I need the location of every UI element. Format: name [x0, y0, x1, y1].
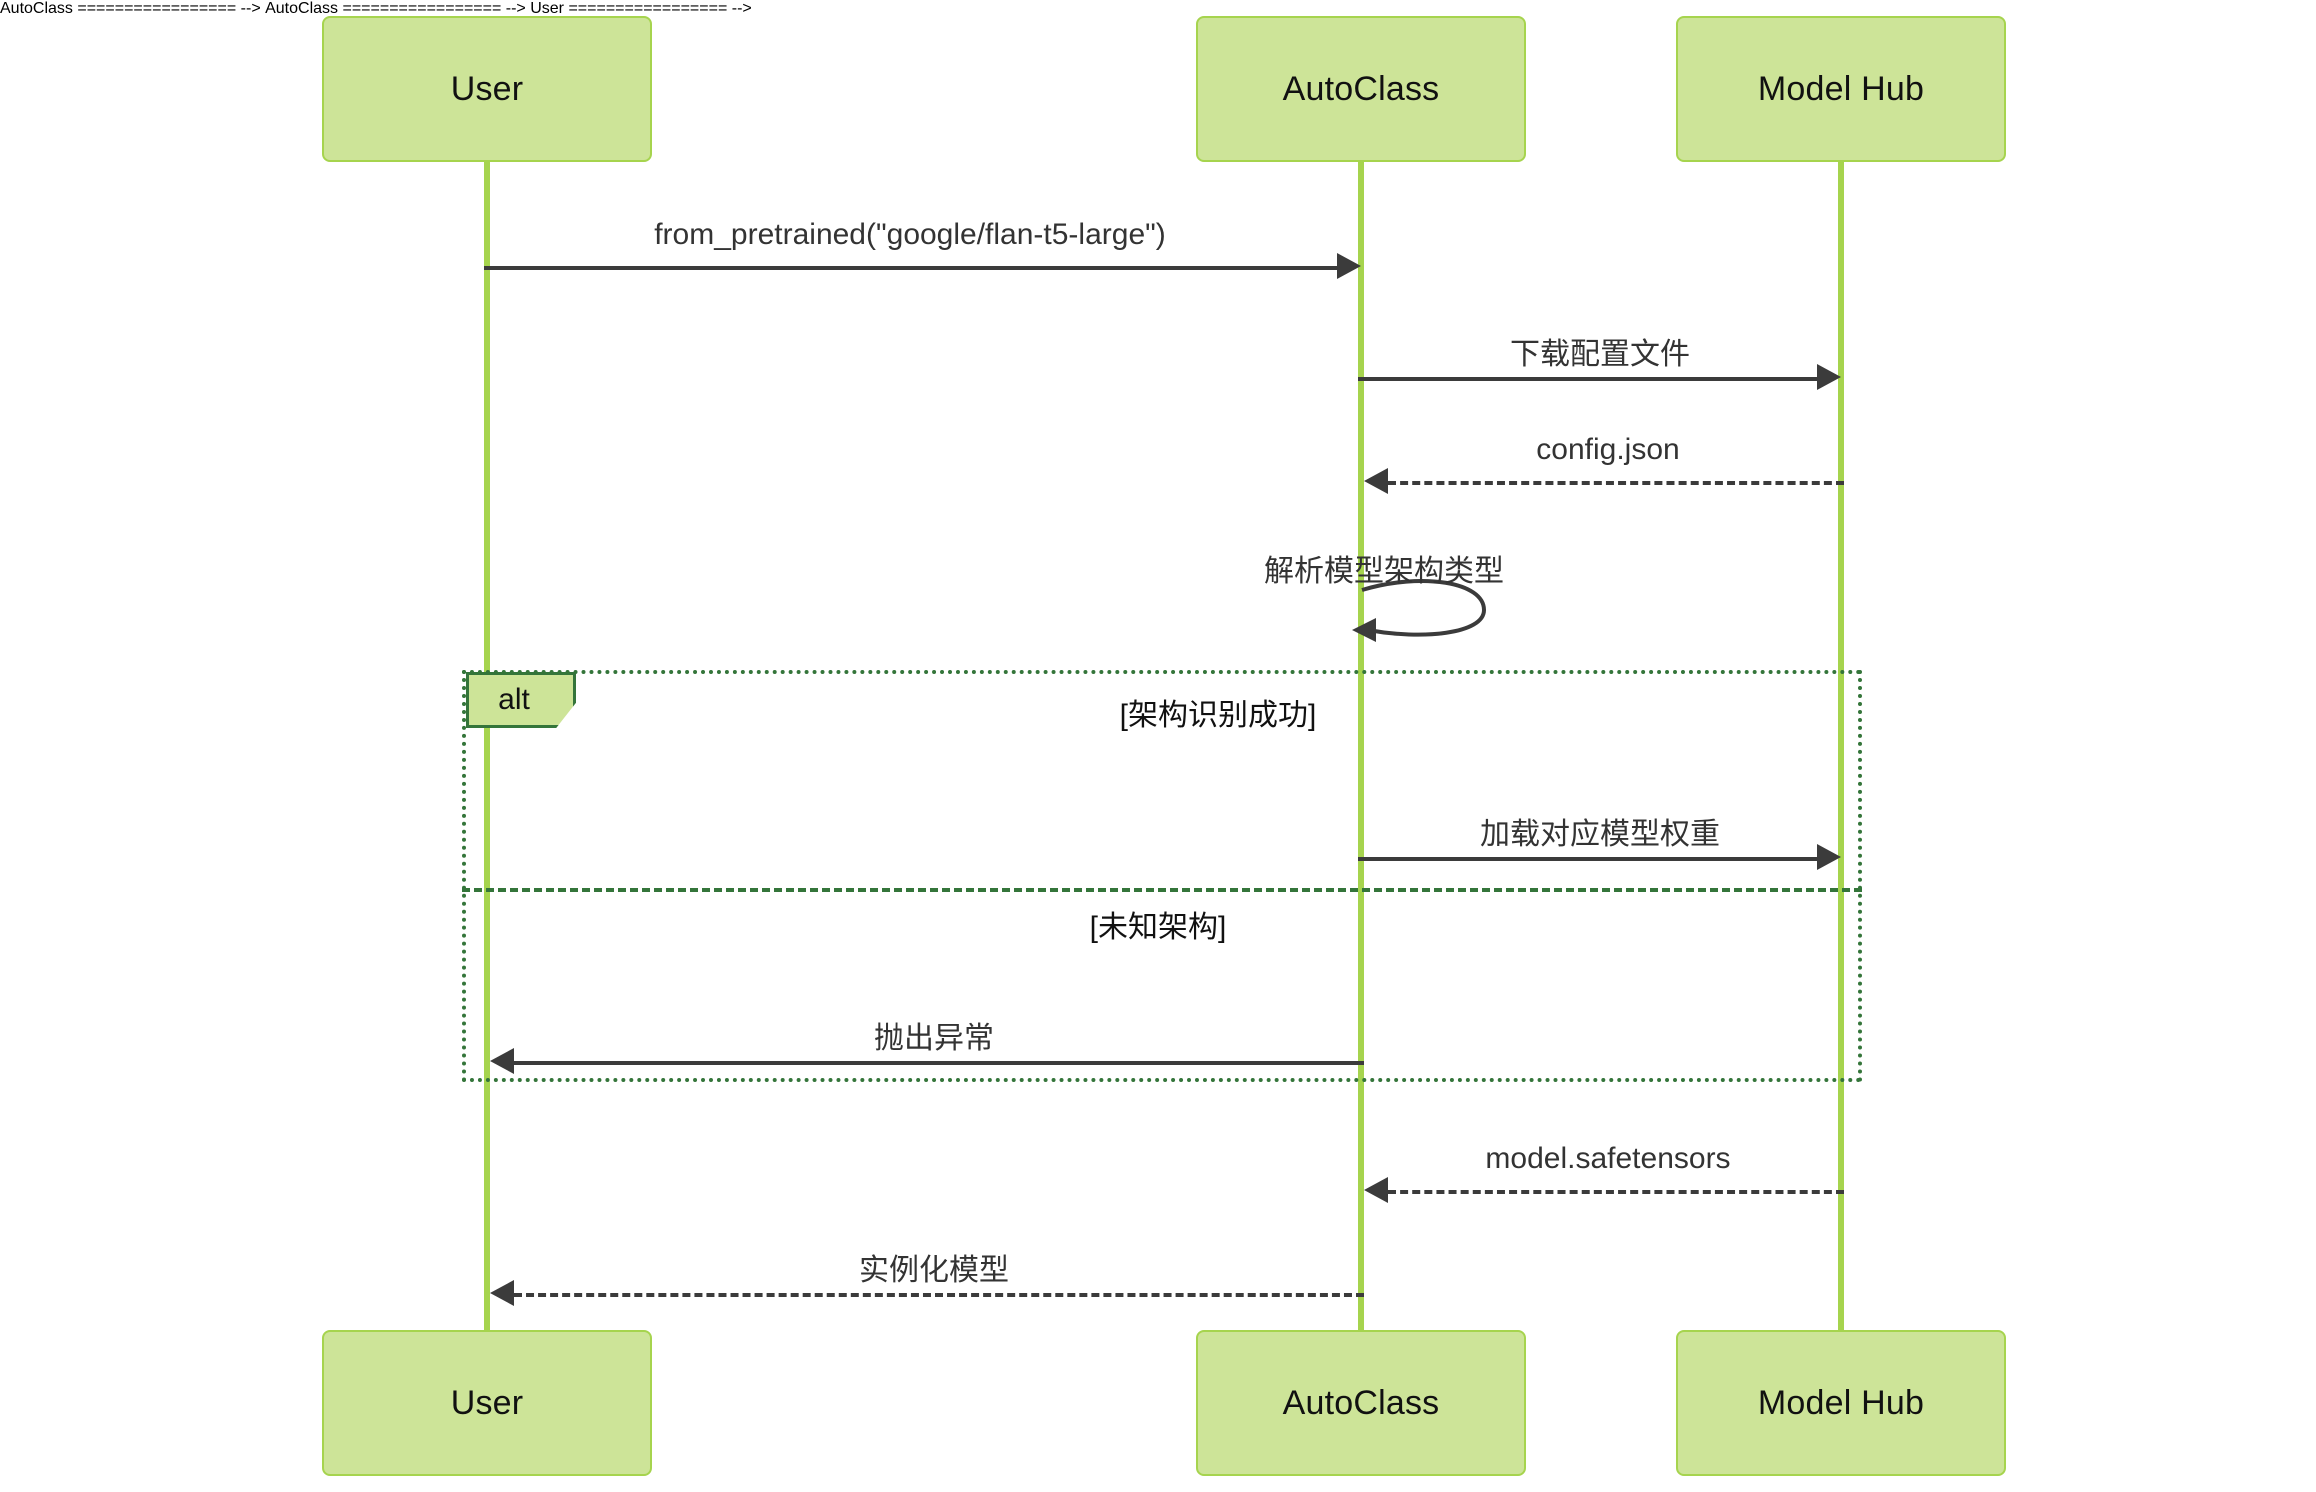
message-label: config.json	[1536, 433, 1680, 466]
message-line	[484, 266, 1337, 270]
message-line	[1388, 1190, 1844, 1194]
alt-condition-1: [架构识别成功]	[1119, 699, 1317, 732]
actor-box-user-top[interactable]: User	[322, 16, 652, 162]
message-label: from_pretrained("google/flan-t5-large")	[654, 218, 1166, 251]
lifeline-autoclass	[1358, 162, 1364, 1330]
actor-box-modelhub-bottom[interactable]: Model Hub	[1676, 1330, 2006, 1476]
actor-box-autoclass-top[interactable]: AutoClass	[1196, 16, 1526, 162]
arrowhead-right-icon	[1337, 253, 1361, 279]
message-label: 加载对应模型权重	[1480, 818, 1720, 851]
arrowhead-left-icon	[490, 1048, 514, 1074]
message-label: 下载配置文件	[1510, 338, 1690, 371]
alt-condition-2: [未知架构]	[1089, 911, 1227, 944]
actor-label: AutoClass	[1282, 69, 1440, 108]
lifeline-user	[484, 162, 490, 1330]
actor-label: Model Hub	[1757, 1383, 1925, 1422]
alt-branch-divider	[462, 888, 1862, 892]
actor-label: AutoClass	[1282, 1383, 1440, 1422]
arrowhead-right-icon	[1817, 844, 1841, 870]
message-label: model.safetensors	[1485, 1142, 1731, 1175]
alt-fragment	[462, 670, 1862, 1082]
actor-label: User	[450, 69, 524, 108]
message-label: 抛出异常	[874, 1022, 994, 1055]
actor-label: User	[450, 1383, 524, 1422]
message-line	[514, 1061, 1364, 1065]
arrowhead-left-icon	[1364, 1177, 1388, 1203]
arrowhead-left-icon	[490, 1280, 514, 1306]
arrowhead-right-icon	[1817, 364, 1841, 390]
message-parse-architecture: 解析模型架构类型	[1264, 555, 1504, 646]
message-label: 实例化模型	[859, 1254, 1009, 1287]
message-line	[1358, 857, 1817, 861]
actor-box-autoclass-bottom[interactable]: AutoClass	[1196, 1330, 1526, 1476]
message-line	[514, 1293, 1364, 1297]
message-line	[1358, 377, 1817, 381]
actor-box-user-bottom[interactable]: User	[322, 1330, 652, 1476]
lifeline-modelhub	[1838, 162, 1844, 1330]
arrowhead-left-icon	[1364, 468, 1388, 494]
actor-box-modelhub-top[interactable]: Model Hub	[1676, 16, 2006, 162]
message-label: 解析模型架构类型	[1264, 555, 1504, 588]
actor-label: Model Hub	[1757, 69, 1925, 108]
alt-fragment-tag[interactable]: alt	[466, 672, 576, 728]
alt-tag-label: alt	[498, 683, 530, 716]
message-line	[1388, 481, 1844, 485]
